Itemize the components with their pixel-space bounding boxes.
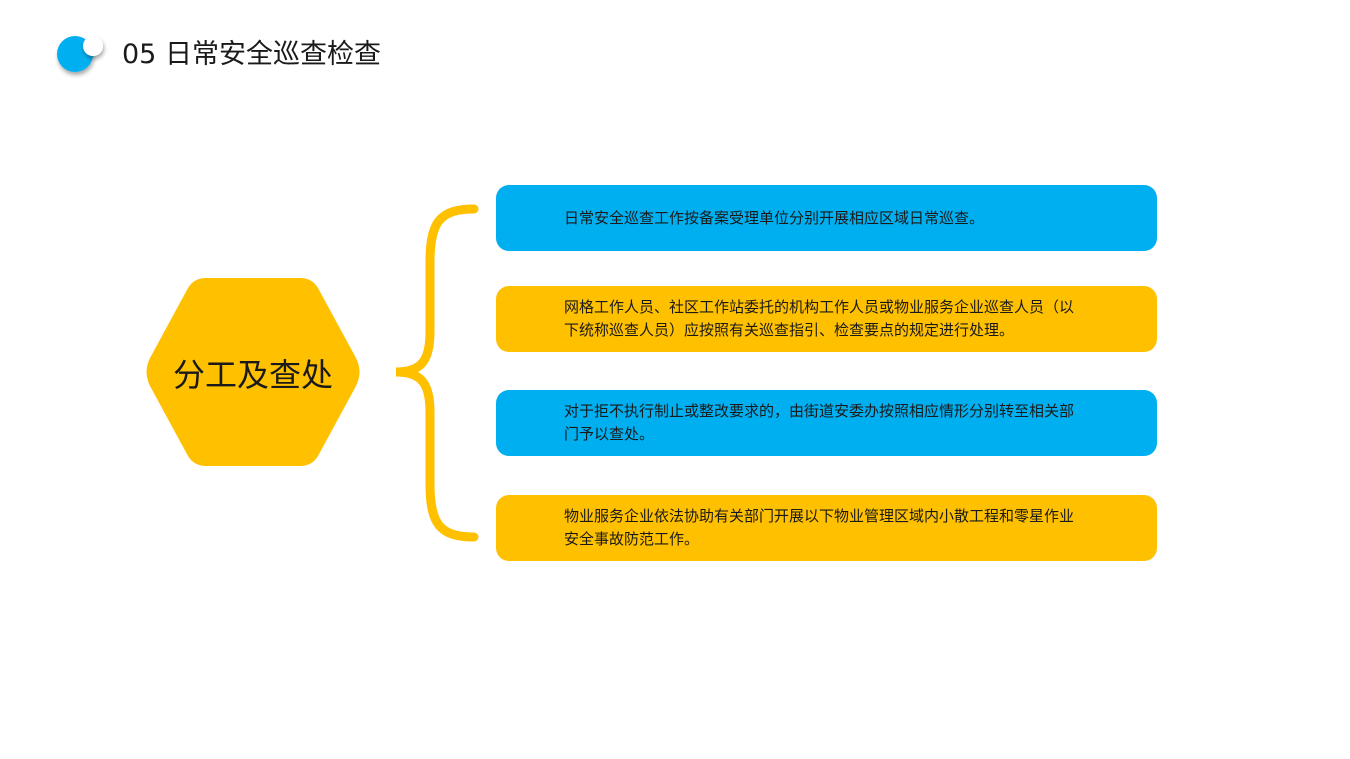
- info-box-text: 物业服务企业依法协助有关部门开展以下物业管理区域内小散工程和零星作业安全事故防范…: [564, 507, 1075, 548]
- info-box-4: 物业服务企业依法协助有关部门开展以下物业管理区域内小散工程和零星作业安全事故防范…: [496, 495, 1157, 561]
- center-hexagon: [146, 278, 360, 466]
- info-box-text: 网格工作人员、社区工作站委托的机构工作人员或物业服务企业巡查人员（以下统称巡查人…: [564, 298, 1075, 339]
- curly-brace-connector: [395, 204, 479, 542]
- info-box-2: 网格工作人员、社区工作站委托的机构工作人员或物业服务企业巡查人员（以下统称巡查人…: [496, 286, 1157, 352]
- center-label: 分工及查处: [172, 356, 333, 394]
- page-title: 05 日常安全巡查检查: [122, 39, 381, 70]
- logo-circles-icon: [57, 36, 103, 72]
- info-box-text: 对于拒不执行制止或整改要求的，由街道安委办按照相应情形分别转至相关部门予以查处。: [564, 402, 1075, 443]
- info-box-3: 对于拒不执行制止或整改要求的，由街道安委办按照相应情形分别转至相关部门予以查处。: [496, 390, 1157, 456]
- info-box-text: 日常安全巡查工作按备案受理单位分别开展相应区域日常巡查。: [564, 208, 985, 227]
- info-box-1: 日常安全巡查工作按备案受理单位分别开展相应区域日常巡查。: [496, 185, 1157, 251]
